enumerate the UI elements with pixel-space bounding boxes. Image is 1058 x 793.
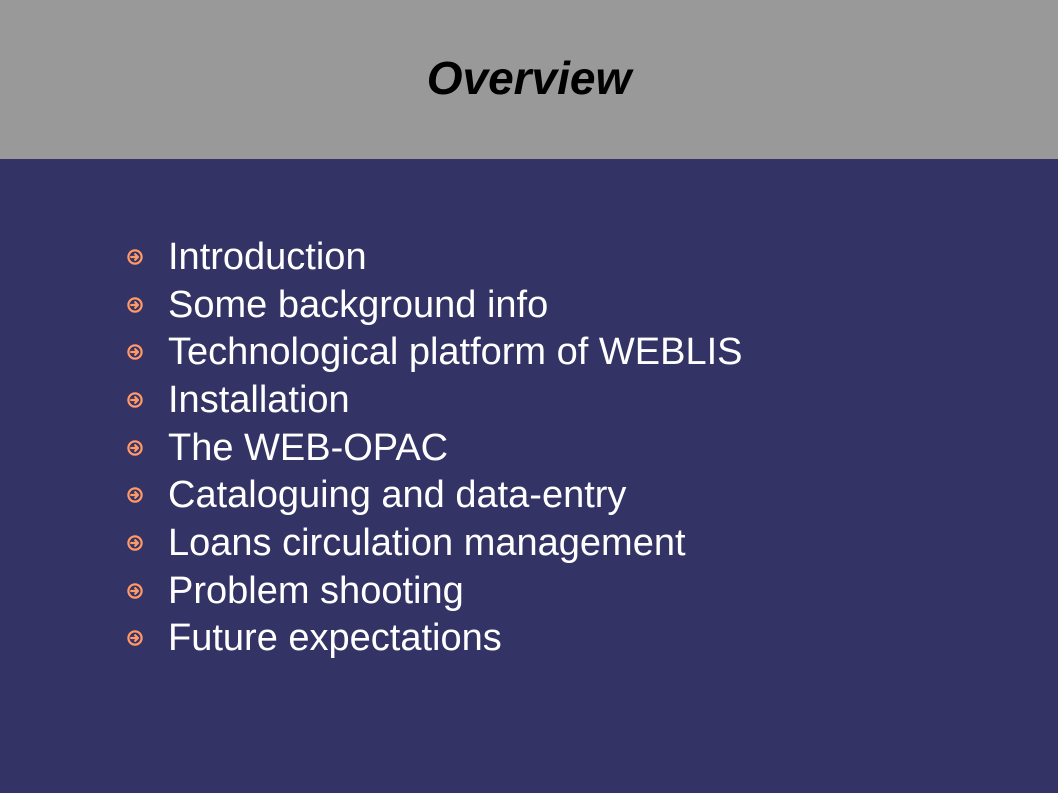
arrow-circle-right-icon xyxy=(121,434,149,462)
arrow-circle-right-icon xyxy=(121,481,149,509)
bullet-item: Technological platform of WEBLIS xyxy=(121,328,743,376)
bullet-item: Problem shooting xyxy=(121,567,743,615)
slide-title: Overview xyxy=(426,52,632,104)
bullet-item: Loans circulation management xyxy=(121,519,743,567)
bullet-item: Some background info xyxy=(121,281,743,329)
arrow-circle-right-icon xyxy=(121,338,149,366)
bullet-text: Cataloguing and data-entry xyxy=(168,474,627,517)
arrow-circle-right-icon xyxy=(121,577,149,605)
bullet-text: Some background info xyxy=(168,283,549,326)
bullet-item: Installation xyxy=(121,376,743,424)
bullet-text: Technological platform of WEBLIS xyxy=(168,331,743,374)
arrow-circle-right-icon xyxy=(121,624,149,652)
arrow-circle-right-icon xyxy=(121,529,149,557)
arrow-circle-right-icon xyxy=(121,291,149,319)
bullet-text: Problem shooting xyxy=(168,569,464,612)
bullet-list: Introduction Some background info Techno… xyxy=(121,233,743,662)
title-band xyxy=(0,0,1058,159)
bullet-text: Introduction xyxy=(168,235,367,278)
bullet-text: Installation xyxy=(168,378,350,421)
bullet-text: The WEB-OPAC xyxy=(168,426,449,469)
bullet-item: Introduction xyxy=(121,233,743,281)
bullet-text: Loans circulation management xyxy=(168,521,686,564)
bullet-item: Future expectations xyxy=(121,615,743,663)
arrow-circle-right-icon xyxy=(121,243,149,271)
arrow-circle-right-icon xyxy=(121,386,149,414)
bullet-item: The WEB-OPAC xyxy=(121,424,743,472)
bullet-text: Future expectations xyxy=(168,617,502,660)
bullet-item: Cataloguing and data-entry xyxy=(121,471,743,519)
